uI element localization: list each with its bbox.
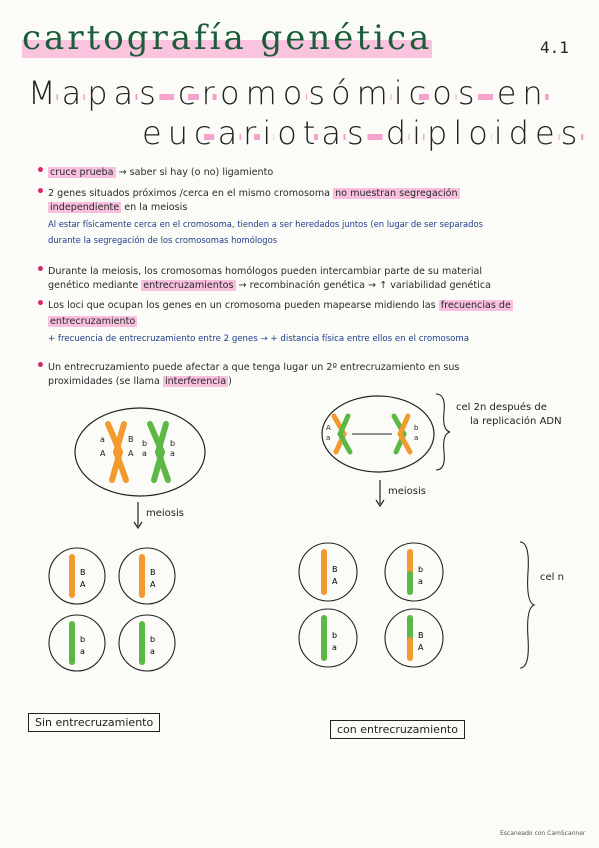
- gamete-cell: B A: [118, 547, 176, 605]
- svg-text:b: b: [414, 424, 419, 432]
- allele-label: b: [170, 439, 175, 448]
- orange-homolog: [331, 413, 353, 455]
- svg-text:B: B: [418, 631, 424, 640]
- meiosis-label-left: meiosis: [146, 508, 184, 519]
- svg-text:a: a: [418, 577, 423, 586]
- allele-label: B: [128, 435, 134, 444]
- svg-text:a: a: [414, 434, 418, 442]
- subtitle-line-2: eucariotas diploides: [142, 114, 584, 152]
- bullet-dot: •: [36, 163, 45, 179]
- svg-text:A: A: [418, 643, 424, 652]
- svg-text:B: B: [332, 565, 338, 574]
- allele-label: a: [170, 449, 175, 458]
- brace-bottom: [519, 541, 536, 669]
- note-2: • 2 genes situados próximos /cerca en el…: [36, 184, 460, 200]
- brace-top: [435, 393, 451, 471]
- gamete-cell: b a: [384, 542, 444, 602]
- scanner-watermark: Escaneado con CamScanner: [500, 830, 586, 837]
- bullet-dot: •: [36, 358, 45, 374]
- svg-text:b: b: [80, 635, 85, 644]
- note-2-cont: independiente en la meiosis: [48, 202, 188, 213]
- note-1: • cruce prueba → saber si hay (o no) lig…: [36, 163, 274, 179]
- note-3-cont: genético mediante entrecruzamientos → re…: [48, 280, 491, 291]
- note-4-detail: + frecuencia de entrecruzamiento entre 2…: [48, 334, 470, 344]
- bullet-dot: •: [36, 296, 45, 312]
- orange-homolog: [105, 421, 129, 483]
- allele-label: A: [100, 449, 106, 458]
- allele-label: a: [142, 449, 147, 458]
- cell-2n-right: A a b a: [321, 395, 435, 473]
- arrow-meiosis-right: [375, 480, 385, 508]
- svg-text:A: A: [332, 577, 338, 586]
- label-con-entrecruzamiento: con entrecruzamiento: [330, 720, 465, 739]
- note-5: • Un entrecruzamiento puede afectar a qu…: [36, 358, 460, 374]
- svg-text:b: b: [150, 635, 155, 644]
- note-4-cont: entrecruzamiento: [48, 316, 138, 327]
- note-2-detail-2: durante la segregación de los cromosomas…: [48, 235, 278, 245]
- svg-text:B: B: [150, 568, 156, 577]
- gamete-cell: b a: [118, 614, 176, 672]
- green-homolog: [391, 413, 413, 455]
- svg-text:A: A: [80, 580, 86, 589]
- cell-note-1: cel 2n después de: [456, 402, 547, 413]
- page-title: cartografía genética: [22, 18, 433, 58]
- meiosis-label-right: meiosis: [388, 486, 426, 497]
- svg-text:b: b: [332, 631, 337, 640]
- bullet-dot: •: [36, 184, 45, 200]
- label-sin-entrecruzamiento: Sin entrecruzamiento: [28, 713, 161, 732]
- note-5-cont: proximidades (se llama interferencia): [48, 376, 232, 387]
- section-number: 4.1: [540, 38, 569, 57]
- cell-note-2: la replicación ADN: [470, 416, 562, 427]
- svg-text:B: B: [80, 568, 86, 577]
- gamete-cell: B A: [298, 542, 358, 602]
- allele-label: a: [100, 435, 105, 444]
- note-3: • Durante la meiosis, los cromosomas hom…: [36, 262, 483, 278]
- subtitle-line-1: Mapas cromosómicos en: [28, 74, 549, 112]
- gamete-cell: b a: [48, 614, 106, 672]
- gamete-cell: B A: [384, 608, 444, 668]
- gamete-cell: b a: [298, 608, 358, 668]
- note-4: • Los loci que ocupan los genes en un cr…: [36, 296, 513, 312]
- gamete-cell: B A: [48, 547, 106, 605]
- svg-text:A: A: [150, 580, 156, 589]
- svg-text:b: b: [418, 565, 423, 574]
- cel-n-label: cel n: [540, 572, 564, 583]
- allele-label: A: [128, 449, 134, 458]
- svg-text:a: a: [80, 647, 85, 656]
- svg-text:a: a: [150, 647, 155, 656]
- svg-text:a: a: [332, 643, 337, 652]
- arrow-meiosis-left: [133, 502, 143, 530]
- svg-text:A: A: [326, 424, 331, 432]
- bullet-dot: •: [36, 262, 45, 278]
- note-2-detail-1: Al estar físicamente cerca en el cromoso…: [48, 219, 483, 229]
- green-homolog: [147, 421, 171, 483]
- cell-2n-left: a A B A b a b a: [74, 407, 206, 497]
- allele-label: b: [142, 439, 147, 448]
- svg-text:a: a: [326, 434, 330, 442]
